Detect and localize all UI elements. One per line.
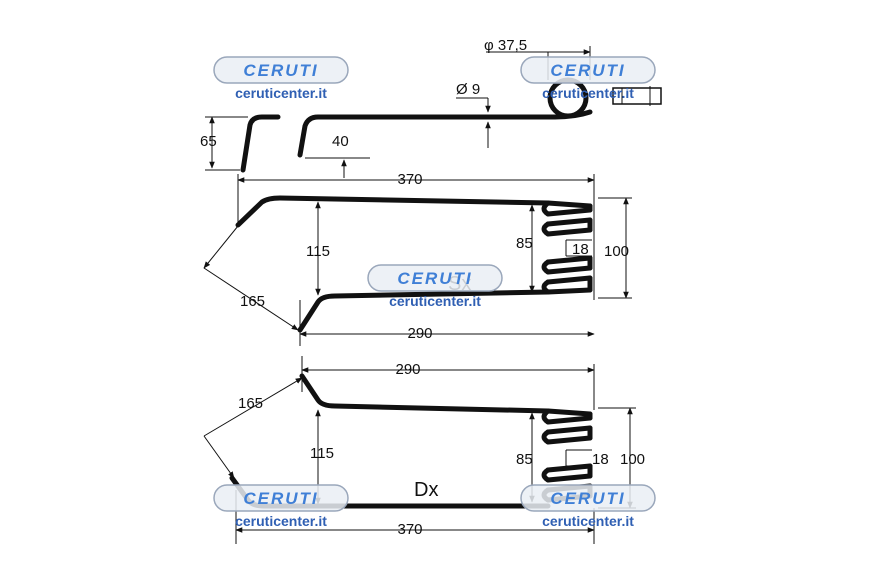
watermark-logo: CERUTI xyxy=(550,61,625,80)
sx-coil-turns xyxy=(545,200,593,295)
sx-gap-label: 18 xyxy=(572,241,589,258)
dx-outer-label: 100 xyxy=(620,451,645,468)
dx-tip-ext-bottom xyxy=(203,435,235,479)
watermark-top-right: CERUTI ceruticenter.it xyxy=(520,56,656,101)
top-view: φ 37,5 Ø 9 65 40 xyxy=(200,37,662,178)
watermark-center: CERUTI ceruticenter.it xyxy=(367,264,503,309)
sx-upper-arm xyxy=(235,195,551,228)
sx-tip-label: 165 xyxy=(240,293,265,310)
watermark-badge xyxy=(367,264,503,292)
top-view-left-hook xyxy=(240,114,281,173)
sx-overall-length-label: 370 xyxy=(397,171,422,188)
sx-tine: 370 115 85 18 100 165 290 Sx xyxy=(203,171,632,346)
watermark-url: ceruticenter.it xyxy=(389,293,481,309)
watermark-url: ceruticenter.it xyxy=(542,85,634,101)
dx-overall-length-label: 370 xyxy=(397,521,422,538)
watermark-badge xyxy=(213,56,349,84)
dx-tip-label: 165 xyxy=(238,395,263,412)
offset-label: 40 xyxy=(332,133,349,150)
watermark-bottom-left: CERUTI ceruticenter.it xyxy=(213,484,349,529)
sx-lower-arm xyxy=(297,289,551,333)
mounting-bolt xyxy=(612,87,662,105)
ring-diameter-label: φ 37,5 xyxy=(484,37,527,54)
sx-coil xyxy=(541,200,593,295)
watermark-badge xyxy=(213,484,349,512)
watermark-badge xyxy=(520,484,656,512)
dx-gap-label: 18 xyxy=(592,451,609,468)
sx-spacing-label: 115 xyxy=(306,243,330,260)
sx-arm-length-label: 290 xyxy=(407,325,432,342)
watermark-bottom-right: CERUTI ceruticenter.it xyxy=(520,484,656,529)
watermark-logo: CERUTI xyxy=(550,489,625,508)
sx-tip-dim-line xyxy=(203,267,299,331)
dx-label: Dx xyxy=(414,479,438,501)
dx-upper-arm xyxy=(299,373,551,414)
watermark-badge xyxy=(520,56,656,84)
dx-coil-bends xyxy=(541,408,551,503)
sx-inner-label: 85 xyxy=(516,235,533,252)
watermark-url: ceruticenter.it xyxy=(235,85,327,101)
watermark-logo: CERUTI xyxy=(243,61,318,80)
dx-arm-length-label: 290 xyxy=(395,361,420,378)
sx-coil-bends xyxy=(541,200,551,295)
watermark-logo: CERUTI xyxy=(397,269,472,288)
sx-tip-ext-top xyxy=(203,225,239,269)
dx-spacing-label: 115 xyxy=(310,445,334,462)
dx-inner-label: 85 xyxy=(516,451,533,468)
dx-coil xyxy=(541,408,593,503)
wire-diameter-label: Ø 9 xyxy=(456,81,480,98)
watermark-top-left: CERUTI ceruticenter.it xyxy=(213,56,349,101)
height-label: 65 xyxy=(200,133,217,150)
watermark-url: ceruticenter.it xyxy=(542,513,634,529)
sx-outer-label: 100 xyxy=(604,243,629,260)
watermark-logo: CERUTI xyxy=(243,489,318,508)
dx-tip-dim-line xyxy=(203,377,303,437)
watermark-url: ceruticenter.it xyxy=(235,513,327,529)
